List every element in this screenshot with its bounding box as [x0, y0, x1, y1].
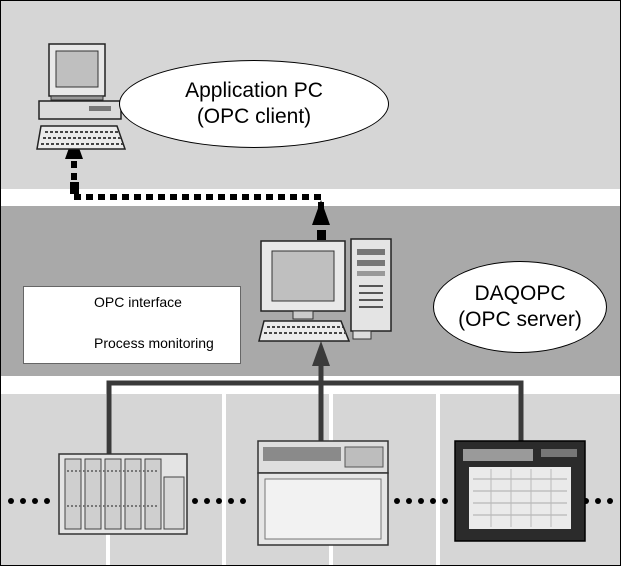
- modular-io-device-icon: [58, 453, 188, 535]
- process-monitoring-lines: [106, 366, 524, 454]
- opc-marker-server: [317, 230, 326, 240]
- server-computer-icon: [258, 238, 392, 342]
- legend-label-process: Process monitoring: [94, 335, 214, 351]
- daqopc-label: DAQOPC (OPC server): [433, 261, 607, 353]
- daqopc-line2: (OPC server): [458, 308, 582, 331]
- client-computer-icon: [36, 43, 127, 150]
- opc-interface-path: [71, 161, 324, 226]
- legend-box: OPC interface Process monitoring: [23, 286, 241, 364]
- network-bus: [8, 498, 613, 504]
- application-pc-line2: (OPC client): [196, 105, 312, 128]
- data-acquisition-unit-icon: [257, 440, 389, 546]
- application-pc-line1: Application PC: [185, 79, 323, 102]
- opc-marker-client: [70, 182, 79, 194]
- opc-arrowhead-server: [312, 200, 330, 225]
- legend-item-process: Process monitoring: [94, 335, 214, 351]
- legend-item-opc: OPC interface: [94, 294, 182, 310]
- daqopc-line1: DAQOPC: [474, 282, 566, 305]
- legend-label-opc: OPC interface: [94, 294, 182, 310]
- application-pc-label: Application PC (OPC client): [119, 60, 389, 148]
- process-monitoring-arrowhead: [312, 341, 330, 366]
- paper-recorder-icon: [454, 440, 586, 542]
